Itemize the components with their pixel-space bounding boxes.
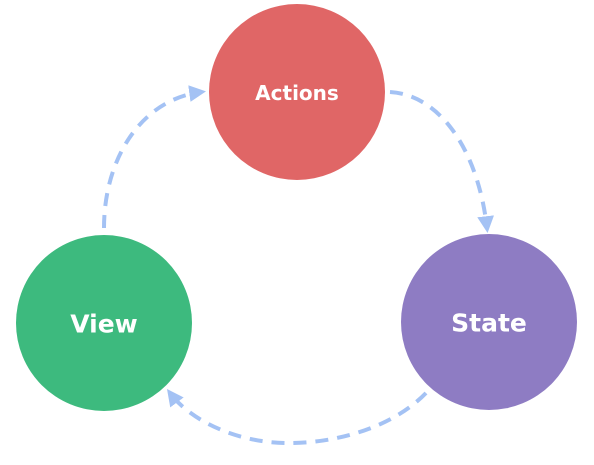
node-state: State bbox=[401, 234, 577, 410]
node-view: View bbox=[16, 235, 192, 411]
node-actions: Actions bbox=[209, 4, 385, 180]
node-actions-circle bbox=[209, 4, 385, 180]
node-state-label: State bbox=[451, 309, 527, 338]
node-state-circle bbox=[401, 234, 577, 410]
node-actions-label: Actions bbox=[255, 81, 339, 105]
node-view-label: View bbox=[70, 310, 138, 339]
edge-state-to-view bbox=[166, 388, 428, 446]
node-view-circle bbox=[16, 235, 192, 411]
edge-view-to-actions bbox=[102, 85, 206, 229]
edge-actions-to-state bbox=[389, 90, 494, 234]
